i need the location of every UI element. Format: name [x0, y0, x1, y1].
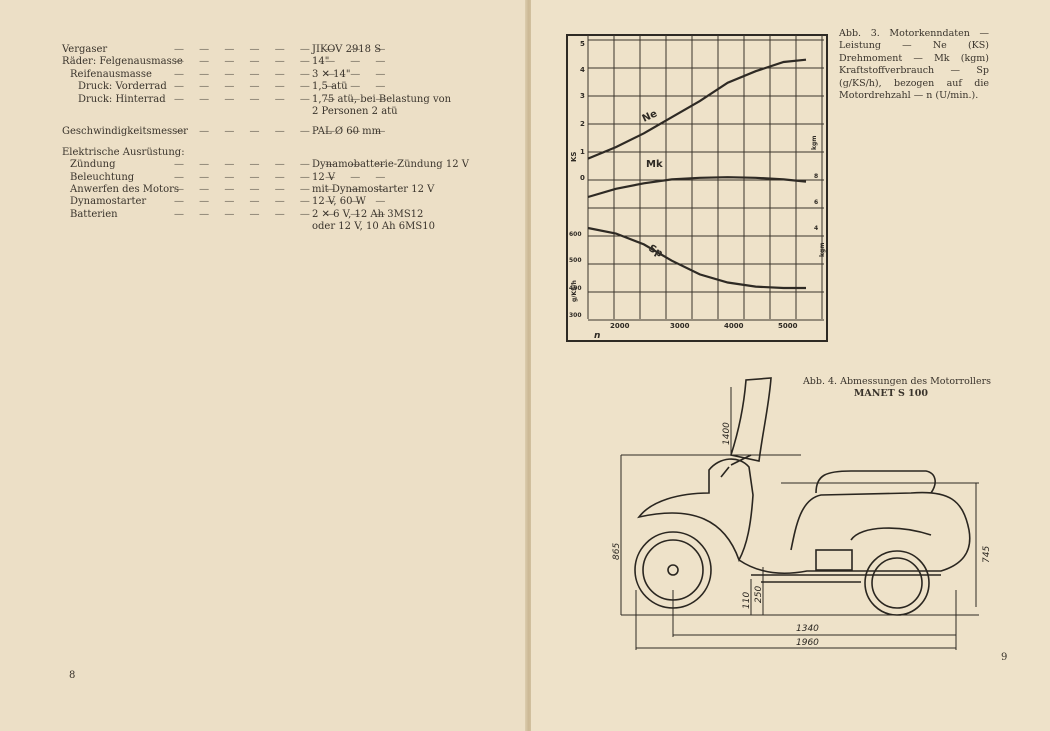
spec-value: oder 12 V, 10 Ah 6MS10 — [312, 221, 435, 233]
curve-label-ne: Ne — [641, 108, 660, 124]
right-axis-label: kgm — [811, 135, 818, 150]
dim-1960: 1960 — [796, 638, 819, 648]
spec-label: Beleuchtung — [70, 171, 135, 183]
dim-110: 110 — [742, 592, 752, 609]
leader-dashes: — — — — — — — — — — [174, 183, 392, 195]
spec-value: 1,75 atü, bei Belastung von — [312, 93, 452, 105]
x-axis-label: n — [594, 331, 600, 341]
x-tick-label: 4000 — [724, 322, 744, 330]
curve-label-mk: Mk — [646, 159, 663, 170]
right-axis-label-bottom: kgm — [819, 242, 826, 257]
leader-dashes: — — — — — — — — — — [174, 56, 392, 68]
left-axis-label: KS — [570, 152, 578, 162]
left-axis-label-sp: g/KS/h — [571, 280, 578, 302]
spec-label: Räder: Felgenausmasse — [62, 56, 183, 68]
spec-value: Dynamobatterie-Zündung 12 V — [312, 159, 469, 171]
leader-dashes: — — — — — — — — — — [174, 68, 392, 80]
y-tick-label: 300 — [569, 312, 582, 319]
spec-value: PAL Ø 60 mm — [312, 126, 382, 138]
spec-label: Batterien — [70, 208, 118, 220]
series-line-ne — [587, 58, 807, 160]
dim-height-745: 745 — [982, 546, 991, 563]
spec-value: 1,5 atü — [312, 81, 348, 93]
page-number-right: 9 — [1001, 652, 1008, 663]
spec-value: mit Dynamostarter 12 V — [312, 183, 435, 195]
spec-value: 2 Personen 2 atü — [312, 105, 398, 117]
leader-dashes: — — — — — — — — — — [174, 159, 392, 171]
scooter-dimension-drawing: 1400 865 745 250 110 1340 1960 — [612, 377, 991, 650]
spec-label: Anwerfen des Motors — [70, 183, 179, 195]
spec-value: 12 V — [312, 171, 336, 183]
page-number-left: 8 — [69, 670, 76, 681]
fig4-caption-line1: Abb. 4. Abmessungen des Motorrollers — [802, 376, 991, 387]
series-line-mk — [587, 176, 807, 199]
spec-label: Druck: Hinterrad — [78, 93, 166, 105]
dim-height-865: 865 — [612, 543, 622, 560]
spec-row: Zündung — — — — — — — — —Dynamobatterie-Z… — [62, 159, 482, 171]
dim-height-1400: 1400 — [722, 422, 732, 445]
spec-row: Druck: Vorderrad — — — — — — — — —1,5 atü — [62, 81, 482, 93]
leader-dashes: — — — — — — — — — — [174, 208, 392, 220]
leader-dashes: — — — — — — — — — — [174, 196, 392, 208]
x-tick-label: 5000 — [778, 322, 798, 330]
spec-label: Elektrische Ausrüstung: — [62, 146, 185, 158]
spec-row: Räder: Felgenausmasse— — — — — — — — —14… — [62, 56, 482, 68]
spec-row: Geschwindigkeitsmesser— — — — — — — — —P… — [62, 126, 482, 138]
curve-label-sp: Sp — [647, 243, 665, 260]
series-line-sp — [587, 226, 806, 290]
spec-label: Zündung — [70, 159, 116, 171]
leader-dashes: — — — — — — — — — — [174, 171, 392, 183]
spec-row: 2 Personen 2 atü — [62, 106, 482, 118]
spec-row: Druck: Hinterrad — — — — — — — — —1,75 at… — [62, 94, 482, 106]
leader-dashes: — — — — — — — — — — [174, 44, 392, 55]
dim-1340: 1340 — [796, 624, 819, 634]
spec-label: Reifenausmasse — [70, 68, 152, 80]
right-tick-label: 6 — [814, 199, 818, 206]
spec-value: 12 V, 60 W — [312, 196, 366, 208]
spec-label: Geschwindigkeitsmesser — [62, 126, 188, 138]
fig4-caption-line2: MANET S 100 — [853, 388, 928, 399]
leader-dashes: — — — — — — — — — — [174, 81, 392, 93]
x-tick-label: 3000 — [670, 322, 690, 330]
x-tick-label: 2000 — [610, 322, 630, 330]
y-tick-label: 1 — [580, 148, 585, 156]
book-gutter — [525, 0, 533, 731]
spec-value: 14" — [312, 56, 330, 68]
spec-label: Druck: Vorderrad — [78, 81, 167, 93]
spec-value: JIKOV 2918 S — [312, 44, 382, 55]
leader-dashes: — — — — — — — — — — [174, 126, 392, 138]
y-tick-label: 4 — [580, 66, 585, 74]
spec-row: Dynamostarter — — — — — — — — —12 V, 60 W — [62, 196, 482, 208]
spec-value: 3 ✕ 14" — [312, 68, 351, 80]
spec-row: Vergaser — — — — — — — — —JIKOV 2918 S — [62, 44, 482, 56]
y-tick-label: 5 — [580, 40, 585, 48]
y-tick-label: 2 — [580, 120, 585, 128]
y-tick-label: 500 — [569, 257, 582, 264]
spec-row: Beleuchtung — — — — — — — — —12 V — [62, 172, 482, 184]
spec-label: Dynamostarter — [70, 196, 147, 208]
fig3-caption: Abb. 3. Motorkenndaten — Leistung — Ne (… — [839, 28, 989, 102]
right-tick-label: 8 — [814, 173, 818, 180]
spec-label: Vergaser — [62, 44, 108, 55]
spec-row: Reifenausmasse — — — — — — — — —3 ✕ 14" — [62, 69, 482, 81]
dim-250: 250 — [754, 586, 764, 603]
right-tick-label: 4 — [814, 225, 818, 232]
y-tick-label: 0 — [580, 174, 585, 182]
y-tick-label: 400 — [569, 285, 582, 292]
y-tick-label: 3 — [580, 92, 585, 100]
y-tick-label: 600 — [569, 231, 582, 238]
leader-dashes: — — — — — — — — — — [174, 93, 392, 105]
spec-value: 2 ✕ 6 V, 12 Ah 3MS12 — [312, 208, 424, 220]
spec-row: Anwerfen des Motors— — — — — — — — —mit … — [62, 184, 482, 196]
spec-row: Elektrische Ausrüstung: — [62, 147, 482, 159]
spec-row: Batterien — — — — — — — — —2 ✕ 6 V, 12 Ah… — [62, 209, 482, 221]
spec-row: oder 12 V, 10 Ah 6MS10 — [62, 221, 482, 233]
